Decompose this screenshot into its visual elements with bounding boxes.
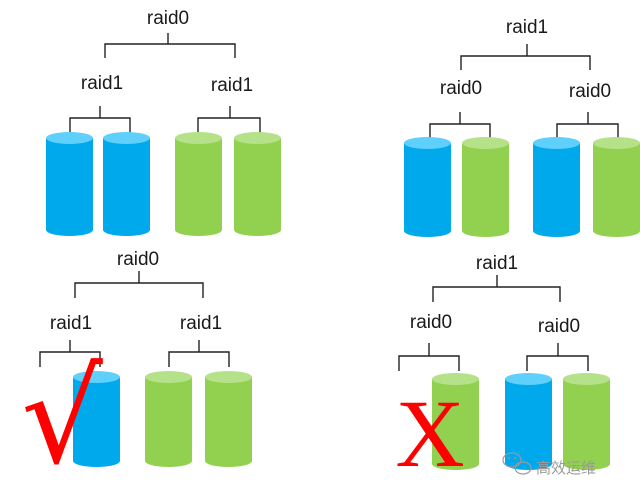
brace-right: [556, 112, 619, 139]
cross-mark: X: [395, 380, 464, 487]
brace-top: [74, 271, 204, 298]
disk-blue: [103, 132, 150, 236]
label-top: raid0: [117, 249, 159, 270]
panel-bottom-right: raid1 raid0 raid0 X: [395, 253, 610, 487]
label-left: raid0: [410, 312, 452, 333]
disk-blue: [46, 132, 93, 236]
disk-green: [462, 137, 509, 237]
disk-blue: [73, 371, 120, 467]
panel-top-right: raid1 raid0 raid0: [404, 17, 640, 237]
label-right: raid1: [211, 75, 253, 96]
brace-left: [429, 112, 491, 139]
brace-right: [197, 106, 261, 134]
brace-top: [460, 44, 591, 70]
disk-green: [205, 371, 252, 467]
disk-green: [593, 137, 640, 237]
watermark-text: 高效运维: [536, 459, 596, 477]
label-top: raid0: [147, 8, 189, 29]
brace-right: [168, 340, 230, 367]
disk-blue: [533, 137, 580, 237]
disk-green: [145, 371, 192, 467]
watermark: 高效运维: [502, 452, 596, 477]
disk-green: [563, 373, 610, 470]
brace-top: [432, 275, 561, 302]
panel-bottom-left: raid0 raid1 raid1 √: [21, 249, 252, 493]
disk-green: [175, 132, 222, 236]
disk-blue: [505, 373, 552, 470]
label-right: raid0: [538, 316, 580, 337]
label-left: raid1: [81, 73, 123, 94]
disk-green: [432, 373, 479, 470]
panel-top-left: raid0 raid1 raid1: [46, 8, 281, 236]
label-left: raid0: [440, 78, 482, 99]
brace-left: [39, 340, 101, 367]
disk-blue: [404, 137, 451, 237]
brace-right: [526, 343, 589, 371]
brace-left: [398, 343, 460, 371]
label-right: raid0: [569, 81, 611, 102]
label-top: raid1: [506, 17, 548, 38]
brace-top: [104, 33, 236, 58]
label-right: raid1: [180, 313, 222, 334]
label-top: raid1: [476, 253, 518, 274]
check-mark: √: [21, 344, 103, 493]
wechat-icon: [502, 452, 532, 475]
brace-left: [69, 106, 131, 134]
disk-green: [234, 132, 281, 236]
label-left: raid1: [50, 313, 92, 334]
